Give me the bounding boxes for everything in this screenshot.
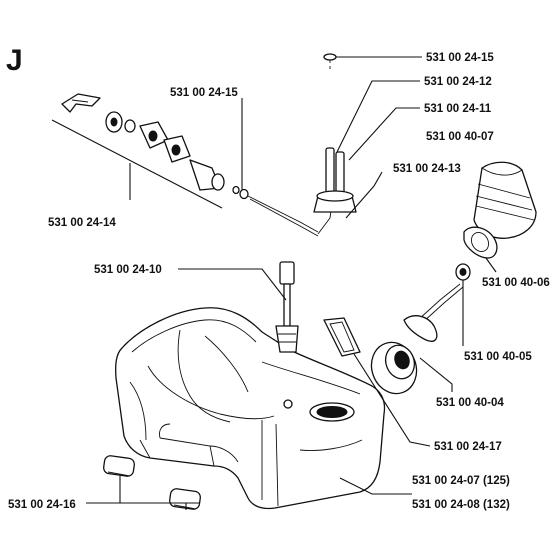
tank-foot-right	[169, 488, 201, 510]
label-531-00-24-07: 531 00 24-07 (125)	[412, 475, 510, 487]
fuel-filter-element	[323, 317, 361, 357]
label-531-00-40-04: 531 00 40-04	[436, 397, 504, 409]
label-531-00-24-10: 531 00 24-10	[94, 264, 162, 276]
label-531-00-24-12: 531 00 24-12	[424, 76, 492, 88]
hose-clip-left	[239, 188, 249, 200]
label-531-00-40-07: 531 00 40-07	[426, 131, 494, 143]
label-531-00-24-14: 531 00 24-14	[48, 217, 116, 229]
fuel-cap	[473, 161, 537, 239]
fuel-filter-assembly	[61, 93, 240, 195]
label-531-00-40-05: 531 00 40-05	[464, 351, 532, 363]
cap-gasket	[463, 226, 498, 259]
vent-valve	[313, 147, 357, 213]
label-531-00-24-15-top: 531 00 24-15	[426, 52, 494, 64]
pickup-tube	[275, 261, 299, 353]
label-531-00-24-17: 531 00 24-17	[434, 441, 502, 453]
label-531-00-24-13: 531 00 24-13	[393, 163, 461, 175]
label-531-00-40-06: 531 00 40-06	[482, 277, 550, 289]
tank-foot-left	[103, 455, 135, 477]
label-531-00-24-08: 531 00 24-08 (132)	[412, 499, 510, 511]
fuel-tank	[115, 307, 386, 510]
filler-neck-insert	[370, 341, 418, 395]
cap-retainer-strap	[403, 283, 464, 342]
section-letter: J	[6, 44, 23, 77]
vent-cap-top	[323, 53, 337, 61]
retaining-ring	[455, 263, 471, 281]
label-531-00-24-15-left: 531 00 24-15	[170, 87, 238, 99]
leader-lines	[51, 56, 497, 510]
label-531-00-24-16: 531 00 24-16	[8, 499, 76, 511]
label-531-00-24-11: 531 00 24-11	[424, 103, 492, 115]
